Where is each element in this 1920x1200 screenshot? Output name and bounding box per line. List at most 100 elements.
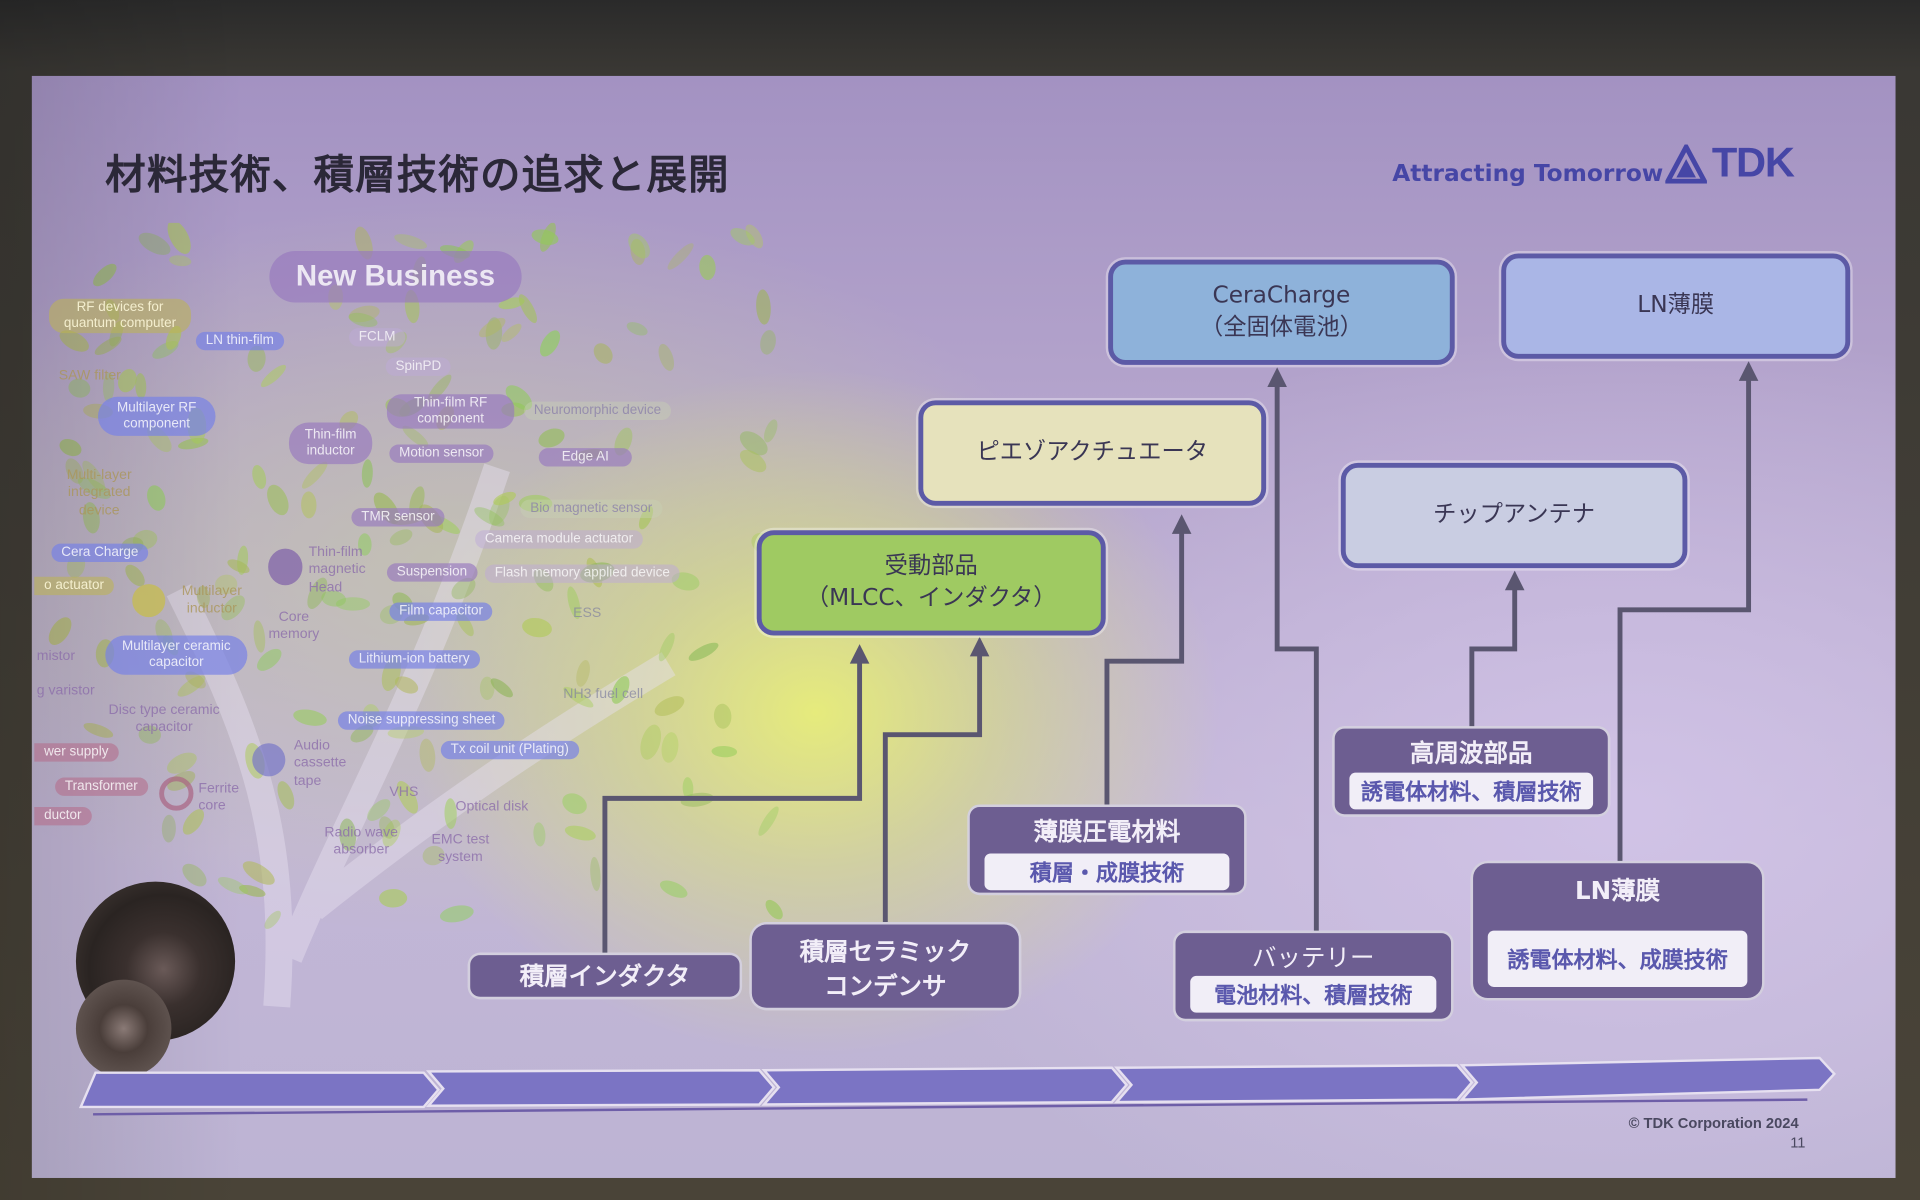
connector-line [1617,375,1752,864]
tech-name: 高周波部品 [1410,738,1533,768]
leaf [339,818,357,851]
tree-label: TMR sensor [351,508,445,527]
leaf [125,564,145,587]
tree-label: VHS [389,784,419,800]
leaf [102,372,115,402]
tree-label: Noise suppressing sheet [337,711,506,731]
product-name: LN薄膜 [1637,291,1715,319]
leaf [760,330,776,355]
leaf [567,586,581,620]
cassette-icon [252,743,286,777]
tech-box-thin-film-piezo: 薄膜圧電材料 積層・成膜技術 [967,804,1247,896]
tree-label: SpinPD [385,357,451,377]
leaf [739,449,767,473]
tree-label: ESS [573,606,602,621]
arrowhead [849,644,870,664]
leaf [699,254,716,280]
leaf [590,856,601,892]
tree-label: mistor [36,648,76,664]
tree-label: Cera Charge [51,543,149,563]
leaf [182,809,205,835]
product-box-piezo-actuator: ピエゾアクチュエータ [918,400,1267,506]
leaf [65,458,84,484]
leaf [293,709,327,726]
leaf [118,369,137,393]
leaf [562,793,587,815]
arrowhead [969,636,990,657]
tree-label: Bio magnetic sensor [520,499,663,519]
tree-label: Film capacitor [389,602,493,622]
leaf [68,378,91,398]
leaf [563,686,594,708]
leaf [239,884,266,897]
small-coil-image [75,979,172,1078]
leaf [161,814,176,843]
leaf [667,243,694,270]
copyright: © TDK Corporation 2024 [1628,1114,1799,1132]
leaf [221,595,245,621]
connector-line [1274,382,1319,934]
tech-detail: 誘電体材料、成膜技術 [1487,930,1748,987]
tree-label: Multilayer inductor [181,584,242,617]
leaf [658,632,675,662]
tech-box-ln-thin-film: LN薄膜 誘電体材料、成膜技術 [1470,860,1765,1001]
leaf [389,529,413,546]
tree-label: Radio wave absorber [324,825,399,858]
tree-label: Tx coil unit (Plating) [440,740,579,760]
leaf [593,343,613,364]
tree-label: Neuromorphic device [524,401,671,421]
leaf [765,899,783,920]
leaf [739,431,768,456]
leaf [138,232,171,255]
leaf [227,559,250,574]
leaf [745,224,764,249]
tree-label: Suspension [386,563,477,582]
connector-line [882,651,983,925]
timeline-segment [1114,1064,1474,1104]
tree-label: SAW filter [58,368,121,384]
leaf [531,229,559,245]
leaf [422,845,445,866]
tdk-emblem-icon [1665,143,1707,184]
tree-label: o actuator [34,576,114,596]
leaf [764,419,778,443]
tree-label: EMC test system [431,832,490,865]
leaf [257,648,282,671]
leaf [348,305,380,323]
tdk-logo: TDK [1665,140,1795,188]
leaf [538,428,565,448]
tech-detail: 積層・成膜技術 [984,853,1230,891]
leaf [217,876,249,895]
product-box-ceracharge: CeraCharge（全固体電池） [1108,259,1455,365]
product-name: チップアンテナ [1433,501,1596,528]
tree-label: Multi-layer integrated device [66,467,132,518]
tree-label: ductor [34,806,92,826]
new-business-bubble: New Business [269,251,522,303]
product-name: CeraCharge [1212,282,1351,310]
leaf [711,746,738,758]
tree-label: Multilayer RF component [97,396,216,437]
leaf [247,345,266,372]
leaf [396,780,419,814]
leaf [177,675,206,697]
leaf [479,676,495,701]
leaf [260,364,287,388]
tech-box-multilayer-inductor: 積層インダクタ [467,952,743,1000]
leaf [185,671,206,689]
tree-label: Flash memory applied device [484,564,680,584]
leaf [539,330,561,357]
leaf [138,725,162,744]
leaf [451,577,476,600]
tree-label: Camera module actuator [475,530,643,549]
tree-label: Optical disk [455,799,529,815]
leaf [630,238,646,265]
leaf [135,373,147,400]
leaf [59,330,89,352]
tech-detail: 誘電体材料、積層技術 [1349,772,1594,810]
leaf [490,678,513,698]
connector-line [1469,585,1518,729]
leaf [307,577,328,609]
leaf [167,222,191,254]
